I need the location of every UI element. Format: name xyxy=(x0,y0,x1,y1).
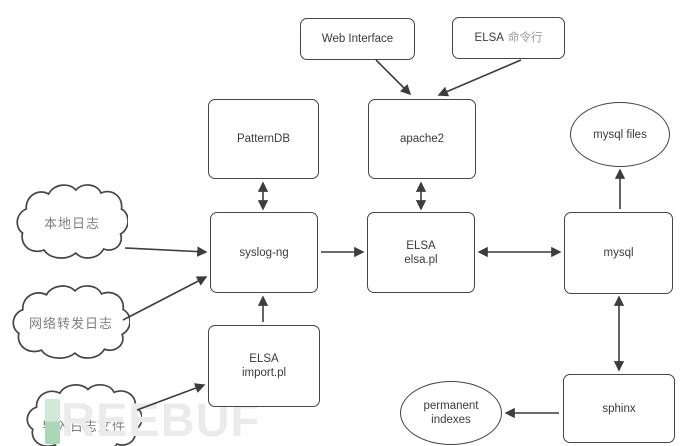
node-elsa-import: ELSA import.pl xyxy=(208,325,320,407)
node-elsa-cli: ELSA 命令行 xyxy=(452,17,565,59)
node-mysql-label: mysql xyxy=(603,247,634,259)
cloud-local-logs-label: 本地日志 xyxy=(43,216,100,231)
edge-elsa-cli-apache2 xyxy=(437,59,522,97)
edge-local-logs-syslog-ng xyxy=(124,246,208,257)
node-patterndb: PatternDB xyxy=(208,99,319,179)
cloud-import-logs-label: 导入日志文件 xyxy=(41,419,126,434)
node-elsa-import-line1: ELSA xyxy=(249,353,279,365)
freebuf-logo-icon xyxy=(45,399,60,444)
cloud-shape xyxy=(12,284,130,363)
node-apache2: apache2 xyxy=(368,99,476,179)
node-syslog-ng-label: syslog-ng xyxy=(239,246,289,259)
node-sphinx-label: sphinx xyxy=(602,402,636,415)
cloud-network-logs-label: 网络转发日志 xyxy=(28,316,113,331)
node-permanent-indexes-line1: permanent xyxy=(423,400,479,412)
node-elsa-main-line2: elsa.pl xyxy=(404,253,438,266)
edge-import-logs-elsa-import xyxy=(136,383,206,411)
node-mysql-files: mysql files xyxy=(570,102,670,167)
node-mysql-files-label: mysql files xyxy=(593,128,647,141)
edge-network-logs-syslog-ng xyxy=(122,276,208,321)
node-apache2-label: apache2 xyxy=(399,133,445,145)
node-elsa-cli-label-en: ELSA xyxy=(474,32,504,44)
node-syslog-ng: syslog-ng xyxy=(210,212,318,293)
node-permanent-indexes: permanent indexes xyxy=(400,381,502,445)
node-elsa-cli-label-zh: 命令行 xyxy=(507,32,543,44)
node-elsa-main-line1: ELSA xyxy=(406,239,436,252)
node-web-interface: Web Interface xyxy=(300,18,415,60)
node-permanent-indexes-line2: indexes xyxy=(431,414,471,426)
node-elsa-import-line2: import.pl xyxy=(241,367,287,379)
cloud-local-logs: 本地日志 xyxy=(16,183,128,263)
node-elsa-main: ELSA elsa.pl xyxy=(367,212,475,293)
cloud-network-logs: 网络转发日志 xyxy=(12,284,130,363)
edge-web-interface-apache2 xyxy=(375,59,412,96)
node-mysql: mysql xyxy=(564,212,673,294)
node-sphinx: sphinx xyxy=(563,374,675,443)
node-web-interface-label: Web Interface xyxy=(321,33,394,45)
cloud-shape xyxy=(16,183,128,263)
node-patterndb-label: PatternDB xyxy=(236,133,291,145)
